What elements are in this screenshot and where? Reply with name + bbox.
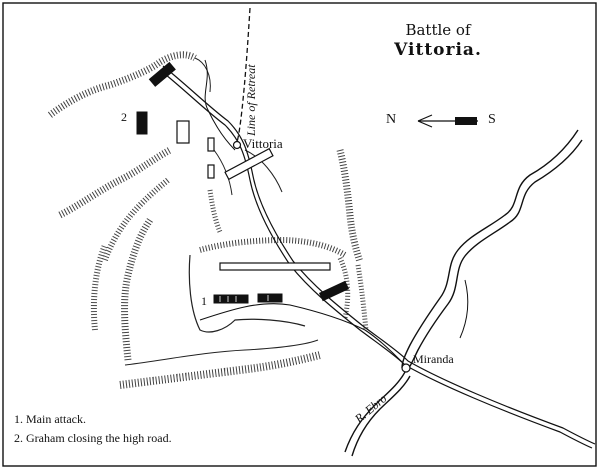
french-unit-b <box>207 137 215 152</box>
allied-attack-b <box>257 293 283 303</box>
retreat-line <box>236 7 251 143</box>
map-title: Battle of Vittoria. <box>368 20 508 60</box>
graham-column <box>136 111 148 135</box>
allied-positions <box>136 61 350 304</box>
west-ridge <box>58 146 172 219</box>
east-ridge <box>336 149 364 264</box>
hills <box>47 51 369 389</box>
title-line2: Vittoria. <box>394 40 482 60</box>
zadorra-river-west <box>204 59 236 151</box>
legend-item-graham: 2. Graham closing the high road. <box>14 431 172 445</box>
vittoria-town-marker <box>232 140 242 150</box>
french-line-main <box>219 262 331 271</box>
legend-item-main-attack: 1. Main attack. <box>14 412 86 426</box>
river-east-branch <box>459 279 469 339</box>
french-unit-a <box>176 120 190 144</box>
high-road <box>159 65 596 449</box>
north-ridge <box>47 51 197 118</box>
compass-south: S <box>488 112 496 127</box>
allied-attack-a <box>213 294 249 304</box>
ebro-river-c <box>344 371 406 453</box>
river-plain <box>199 303 403 363</box>
central-plateau <box>188 254 306 333</box>
allied-unit-north <box>148 61 176 87</box>
french-unit-c <box>207 164 215 179</box>
marker-2: 2 <box>121 110 127 124</box>
vittoria-label: Vittoria <box>243 136 283 151</box>
rivers <box>199 59 583 457</box>
miranda-label: Miranda <box>413 352 454 366</box>
marker-1: 1 <box>201 294 207 308</box>
french-positions <box>176 120 331 271</box>
unit-hatching <box>219 295 269 302</box>
compass-arrow <box>417 114 478 128</box>
ebro-river-a <box>401 129 579 369</box>
french-unit-d <box>224 147 274 181</box>
ebro-river-d <box>351 375 411 457</box>
retreat-label: Line of Retreat <box>244 64 258 136</box>
map-legend: 1. Main attack. 2. Graham closing the hi… <box>14 410 172 448</box>
allied-attack-c <box>318 280 350 302</box>
compass-north: N <box>386 112 397 127</box>
ebro-river-b <box>405 139 583 373</box>
miranda-town-marker <box>401 363 411 373</box>
title-line1: Battle of <box>405 21 471 39</box>
